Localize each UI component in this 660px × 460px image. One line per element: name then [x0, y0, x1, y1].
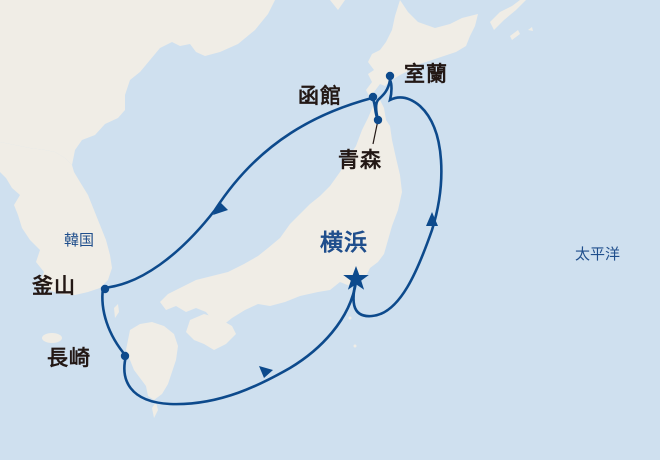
region-label-pacific: 太平洋 [575, 245, 621, 263]
port-label-nagasaki: 長崎 [47, 346, 91, 370]
land-asia-mainland [0, 0, 275, 165]
land-tsushima [114, 304, 119, 318]
land-izu-islands [348, 316, 352, 320]
port-dot-muroran [385, 71, 395, 81]
land-hokkaido [366, 0, 478, 98]
land-shikoku [186, 314, 236, 350]
region-label-korea: 韓国 [64, 231, 95, 249]
port-label-aomori: 青森 [338, 148, 382, 172]
port-label-hakodate: 函館 [298, 84, 342, 108]
land-tanegashima [152, 402, 158, 418]
direction-arrow-icon [213, 202, 228, 215]
cruise-route [101, 78, 443, 406]
land-jeju [42, 333, 62, 343]
land-izu-islands [353, 344, 357, 348]
direction-arrow-icon [426, 212, 438, 226]
port-dot-aomori [373, 115, 383, 125]
land-korea [0, 142, 112, 295]
port-dot-nagasaki [120, 351, 130, 361]
land-kurils [490, 0, 533, 40]
land-honshu [160, 100, 402, 326]
departure-port-label: 横浜 [320, 230, 368, 256]
port-label-muroran: 室蘭 [404, 62, 448, 86]
direction-arrow-icon [259, 366, 273, 378]
land-sakhalin [330, 0, 345, 10]
land-kyushu [126, 322, 178, 400]
port-dot-hakodate [368, 92, 378, 102]
port-dot-busan [100, 284, 110, 294]
port-label-busan: 釜山 [32, 274, 76, 298]
star-icon [343, 266, 369, 290]
